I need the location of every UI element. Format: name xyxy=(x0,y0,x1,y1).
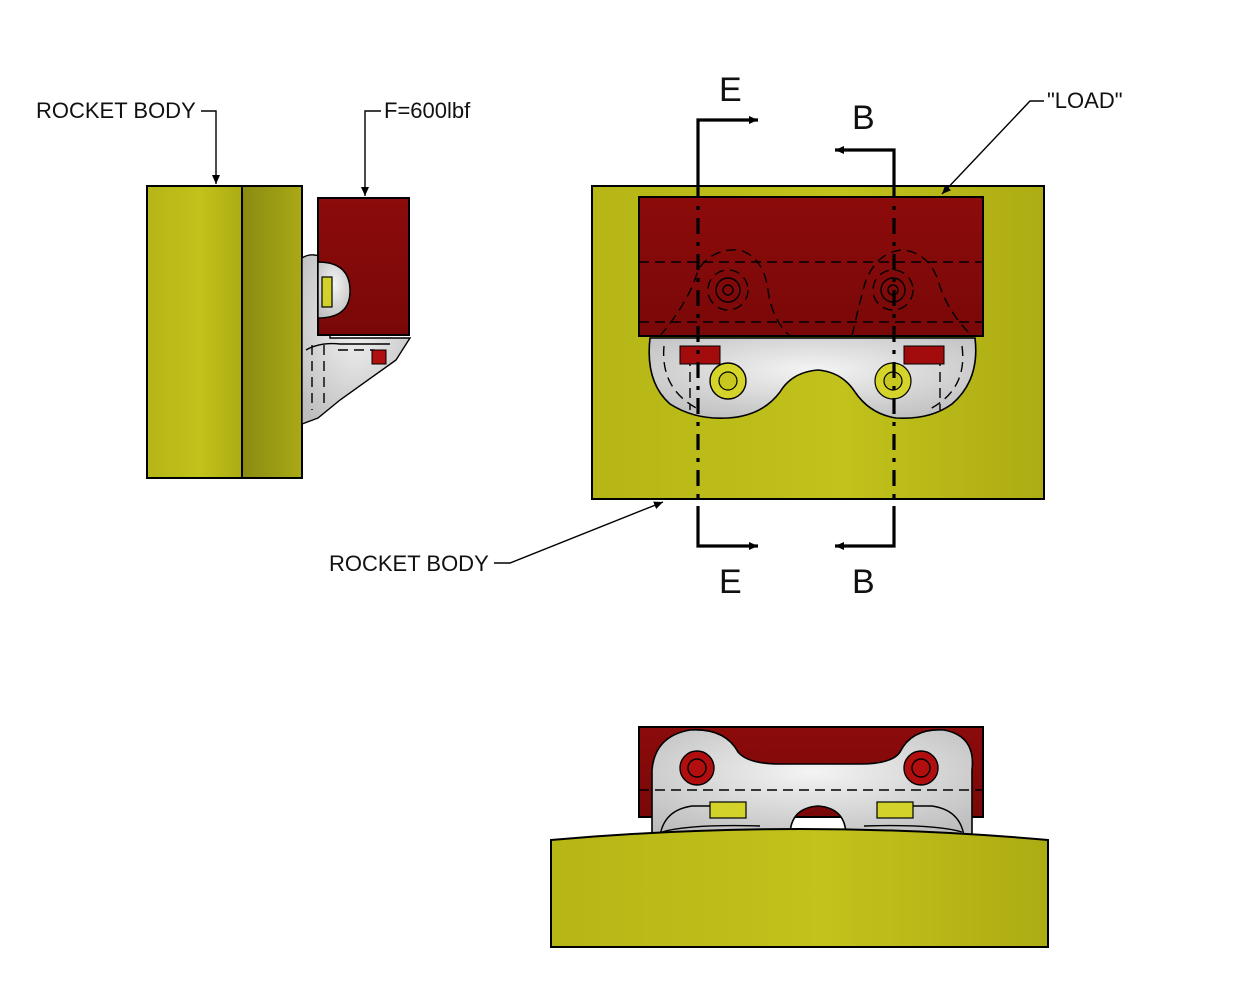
load-leader xyxy=(941,100,1044,195)
load-label: "LOAD" xyxy=(1047,88,1123,113)
front-rocket-body-leader xyxy=(494,501,664,564)
section-line-b xyxy=(835,146,896,550)
side-rocket-body-leader xyxy=(201,110,220,184)
front-rocket-body-label: ROCKET BODY xyxy=(329,551,489,576)
section-label-b-top: B xyxy=(852,99,875,137)
front-view xyxy=(591,185,1045,500)
force-leader xyxy=(361,110,381,196)
side-view-rocket-body xyxy=(146,185,243,479)
side-view-nut xyxy=(371,349,387,365)
bottom-view-pin-left xyxy=(709,801,747,819)
front-view-load-block xyxy=(638,196,984,337)
side-view-rocket-body-edge xyxy=(241,185,303,479)
bottom-view-rocket-body xyxy=(550,828,1049,948)
section-label-e-bottom: E xyxy=(719,563,742,601)
bottom-view-pin-right xyxy=(876,801,914,819)
bottom-view-hole-right xyxy=(903,750,939,786)
section-label-b-bottom: B xyxy=(852,563,875,601)
front-view-nut-left xyxy=(679,345,721,365)
side-view-pin xyxy=(321,276,333,308)
force-label: F=600lbf xyxy=(384,98,471,123)
bottom-view-hole-left xyxy=(679,750,715,786)
side-view xyxy=(146,185,412,479)
front-view-nut-right xyxy=(903,345,945,365)
bottom-view xyxy=(550,726,1049,948)
section-label-e-top: E xyxy=(719,71,742,109)
side-rocket-body-label: ROCKET BODY xyxy=(36,98,196,123)
section-line-e xyxy=(696,116,758,550)
